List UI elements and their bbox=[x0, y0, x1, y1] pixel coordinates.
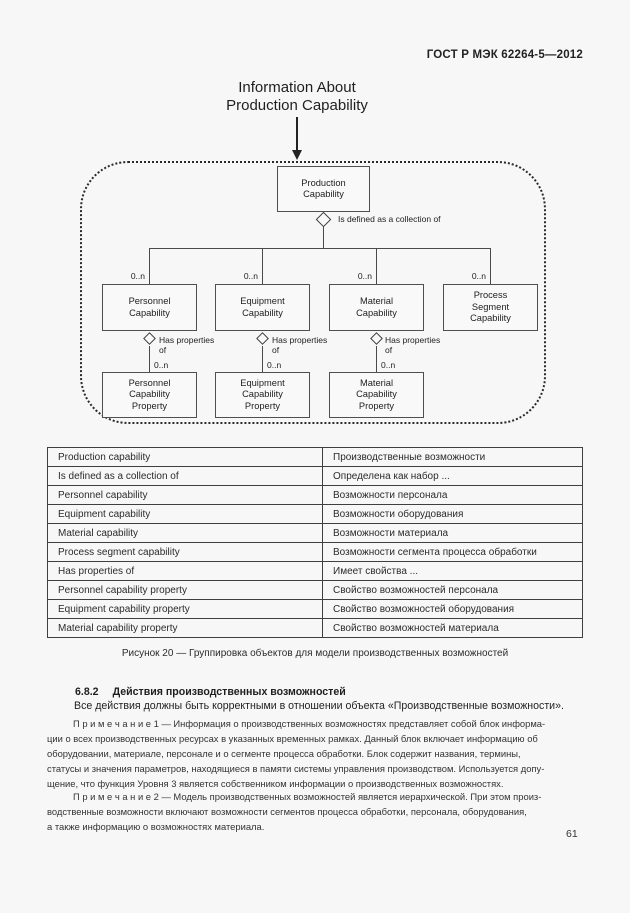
doc-code: ГОСТ Р МЭК 62264-5—2012 bbox=[426, 49, 583, 61]
section-number: 6.8.2 bbox=[75, 686, 99, 698]
class-box-personnel-capability-property: Personnel Capability Property bbox=[102, 372, 197, 418]
term-en: Equipment capability bbox=[47, 504, 323, 524]
term-ru: Свойство возможностей персонала bbox=[322, 580, 583, 600]
figure-caption: Рисунок 20 — Группировка объектов для мо… bbox=[121, 648, 509, 659]
note-line: водственные возможности включают возможн… bbox=[47, 806, 527, 817]
note-line: статусы и значения параметров, находящие… bbox=[47, 763, 545, 774]
connector-line bbox=[376, 346, 377, 372]
term-en: Process segment capability bbox=[47, 542, 323, 562]
note-line: оборудовании, материале, персонале и о с… bbox=[47, 748, 521, 759]
term-ru: Производственные возможности bbox=[322, 447, 583, 467]
term-en: Personnel capability property bbox=[47, 580, 323, 600]
note-1: П р и м е ч а н и е 1 — Информация о про… bbox=[47, 716, 587, 791]
multiplicity-label: 0..n bbox=[243, 271, 258, 281]
note-line: ции о всех производственных ресурсах в у… bbox=[47, 733, 538, 744]
connector-line bbox=[262, 346, 263, 372]
class-box-material-capability: Material Capability bbox=[329, 284, 424, 331]
term-en: Material capability property bbox=[47, 618, 323, 638]
class-box-personnel-capability: Personnel Capability bbox=[102, 284, 197, 331]
note-line: а также информацию о возможностях матери… bbox=[47, 821, 265, 832]
note-2: П р и м е ч а н и е 2 — Модель производс… bbox=[47, 789, 587, 834]
term-ru: Возможности материала bbox=[322, 523, 583, 543]
class-box-equipment-capability-property: Equipment Capability Property bbox=[215, 372, 310, 418]
page-number: 61 bbox=[566, 828, 578, 840]
term-ru: Возможности персонала bbox=[322, 485, 583, 505]
uml-dashed-frame bbox=[80, 161, 546, 424]
connector-line bbox=[149, 346, 150, 372]
figure-title: Information About Production Capability bbox=[226, 79, 368, 114]
term-en: Production capability bbox=[47, 447, 323, 467]
term-ru: Определена как набор ... bbox=[322, 466, 583, 486]
term-en: Is defined as a collection of bbox=[47, 466, 323, 486]
connector-bus-line bbox=[150, 248, 490, 249]
multiplicity-label: 0..n bbox=[154, 360, 169, 370]
multiplicity-label: 0..n bbox=[357, 271, 372, 281]
down-arrow-head-icon bbox=[292, 150, 302, 160]
section-paragraph: Все действия должны быть корректными в о… bbox=[74, 700, 564, 712]
term-en: Personnel capability bbox=[47, 485, 323, 505]
section-heading: 6.8.2 Действия производственных возможнос… bbox=[75, 686, 346, 698]
term-ru: Возможности оборудования bbox=[322, 504, 583, 524]
aggregation-label: Is defined as a collection of bbox=[338, 214, 441, 224]
multiplicity-label: 0..n bbox=[267, 360, 282, 370]
term-ru: Имеет свойства ... bbox=[322, 561, 583, 581]
class-box-equipment-capability: Equipment Capability bbox=[215, 284, 310, 331]
section-title: Действия производственных возможностей bbox=[112, 686, 346, 698]
connector-line bbox=[262, 248, 263, 284]
connector-line bbox=[490, 248, 491, 284]
multiplicity-label: 0..n bbox=[130, 271, 145, 281]
has-properties-label: Has properties of bbox=[272, 335, 328, 355]
class-box-process-segment-capability: Process Segment Capability bbox=[443, 284, 538, 331]
down-arrow-icon bbox=[296, 117, 298, 151]
multiplicity-label: 0..n bbox=[381, 360, 396, 370]
connector-line bbox=[149, 248, 150, 284]
term-en: Equipment capability property bbox=[47, 599, 323, 619]
note-line: П р и м е ч а н и е 2 — Модель производс… bbox=[73, 791, 542, 802]
term-ru: Возможности сегмента процесса обработки bbox=[322, 542, 583, 562]
multiplicity-label: 0..n bbox=[471, 271, 486, 281]
term-ru: Свойство возможностей материала bbox=[322, 618, 583, 638]
term-en: Material capability bbox=[47, 523, 323, 543]
has-properties-label: Has properties of bbox=[159, 335, 215, 355]
connector-line bbox=[323, 227, 324, 248]
class-box-production-capability: Production Capability bbox=[277, 166, 370, 212]
has-properties-label: Has properties of bbox=[385, 335, 441, 355]
note-line: щение, что функция Уровня 3 является соб… bbox=[47, 778, 504, 789]
class-box-material-capability-property: Material Capability Property bbox=[329, 372, 424, 418]
term-ru: Свойство возможностей оборудования bbox=[322, 599, 583, 619]
note-line: П р и м е ч а н и е 1 — Информация о про… bbox=[73, 718, 546, 729]
term-en: Has properties of bbox=[47, 561, 323, 581]
connector-line bbox=[376, 248, 377, 284]
